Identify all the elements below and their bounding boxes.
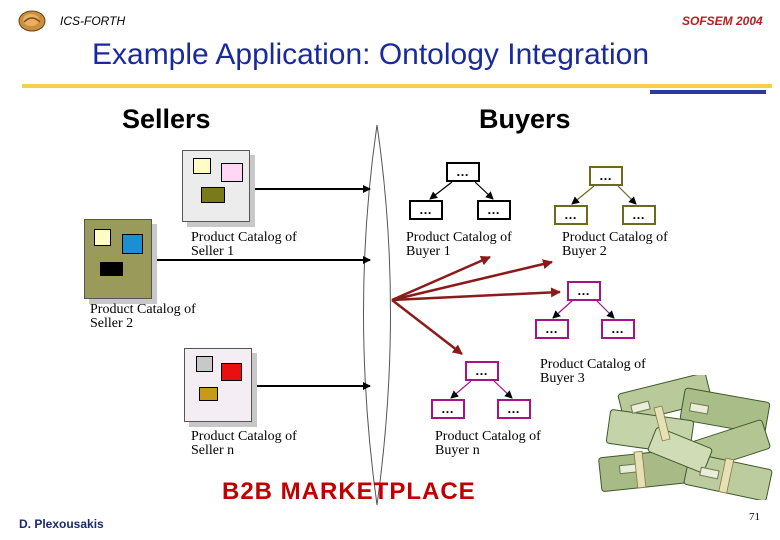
buyern-left-node: … [431,399,465,419]
footer-author: D. Plexousakis [19,517,104,531]
buyer2-right-node: … [622,205,656,225]
sellern-item-red [221,363,242,381]
title-underline-gold [22,84,772,88]
page-number: 71 [749,511,760,523]
marketplace-label: B2B MARKETPLACE [222,478,476,505]
buyern-caption: Product Catalog of Buyer n [435,429,541,458]
buyers-heading: Buyers [479,104,571,134]
arrow-market-to-buyer2 [391,259,553,302]
seller1-catalog-card [182,150,250,222]
buyer2-caption: Product Catalog of Buyer 2 [562,230,668,259]
sellern-item-gold [199,387,218,401]
header-conference: SOFSEM 2004 [682,14,763,28]
buyern-root-node: … [465,361,499,381]
buyer3-right-node: … [601,319,635,339]
arrow-market-to-buyer3 [391,287,561,302]
title-underline-blue [650,90,766,94]
buyer2-left-node: … [554,205,588,225]
seller2-item-cream [94,229,111,246]
seller1-item-pink [221,163,243,182]
buyer3-root-node: … [567,281,601,301]
buyer1-right-node: … [477,200,511,220]
buyern-right-node: … [497,399,531,419]
buyer2-root-node: … [589,166,623,186]
seller2-item-blue [122,234,143,254]
arrow-market-to-buyer1 [391,255,491,302]
seller1-item-olive [201,187,225,203]
sellern-caption: Product Catalog of Seller n [191,429,297,458]
forth-logo [18,10,46,32]
slide-title: Example Application: Ontology Integratio… [92,38,650,71]
sellern-catalog-card [184,348,252,422]
sellern-item-grey [196,356,213,372]
buyer1-root-node: … [446,162,480,182]
arrow-market-to-buyern [391,299,463,355]
header-org: ICS-FORTH [60,14,126,28]
sellers-heading: Sellers [122,104,211,134]
buyer1-left-node: … [409,200,443,220]
marketplace-lens [363,124,391,506]
buyer1-caption: Product Catalog of Buyer 1 [406,230,512,259]
seller1-caption: Product Catalog of Seller 1 [191,230,297,259]
seller2-caption: Product Catalog of Seller 2 [90,302,196,331]
money-stacks-image [590,375,775,500]
buyer3-left-node: … [535,319,569,339]
seller2-item-black [100,262,123,276]
seller1-item-cream [193,158,211,174]
seller2-catalog-card [84,219,152,299]
buyer3-caption: Product Catalog of Buyer 3 [540,357,646,386]
